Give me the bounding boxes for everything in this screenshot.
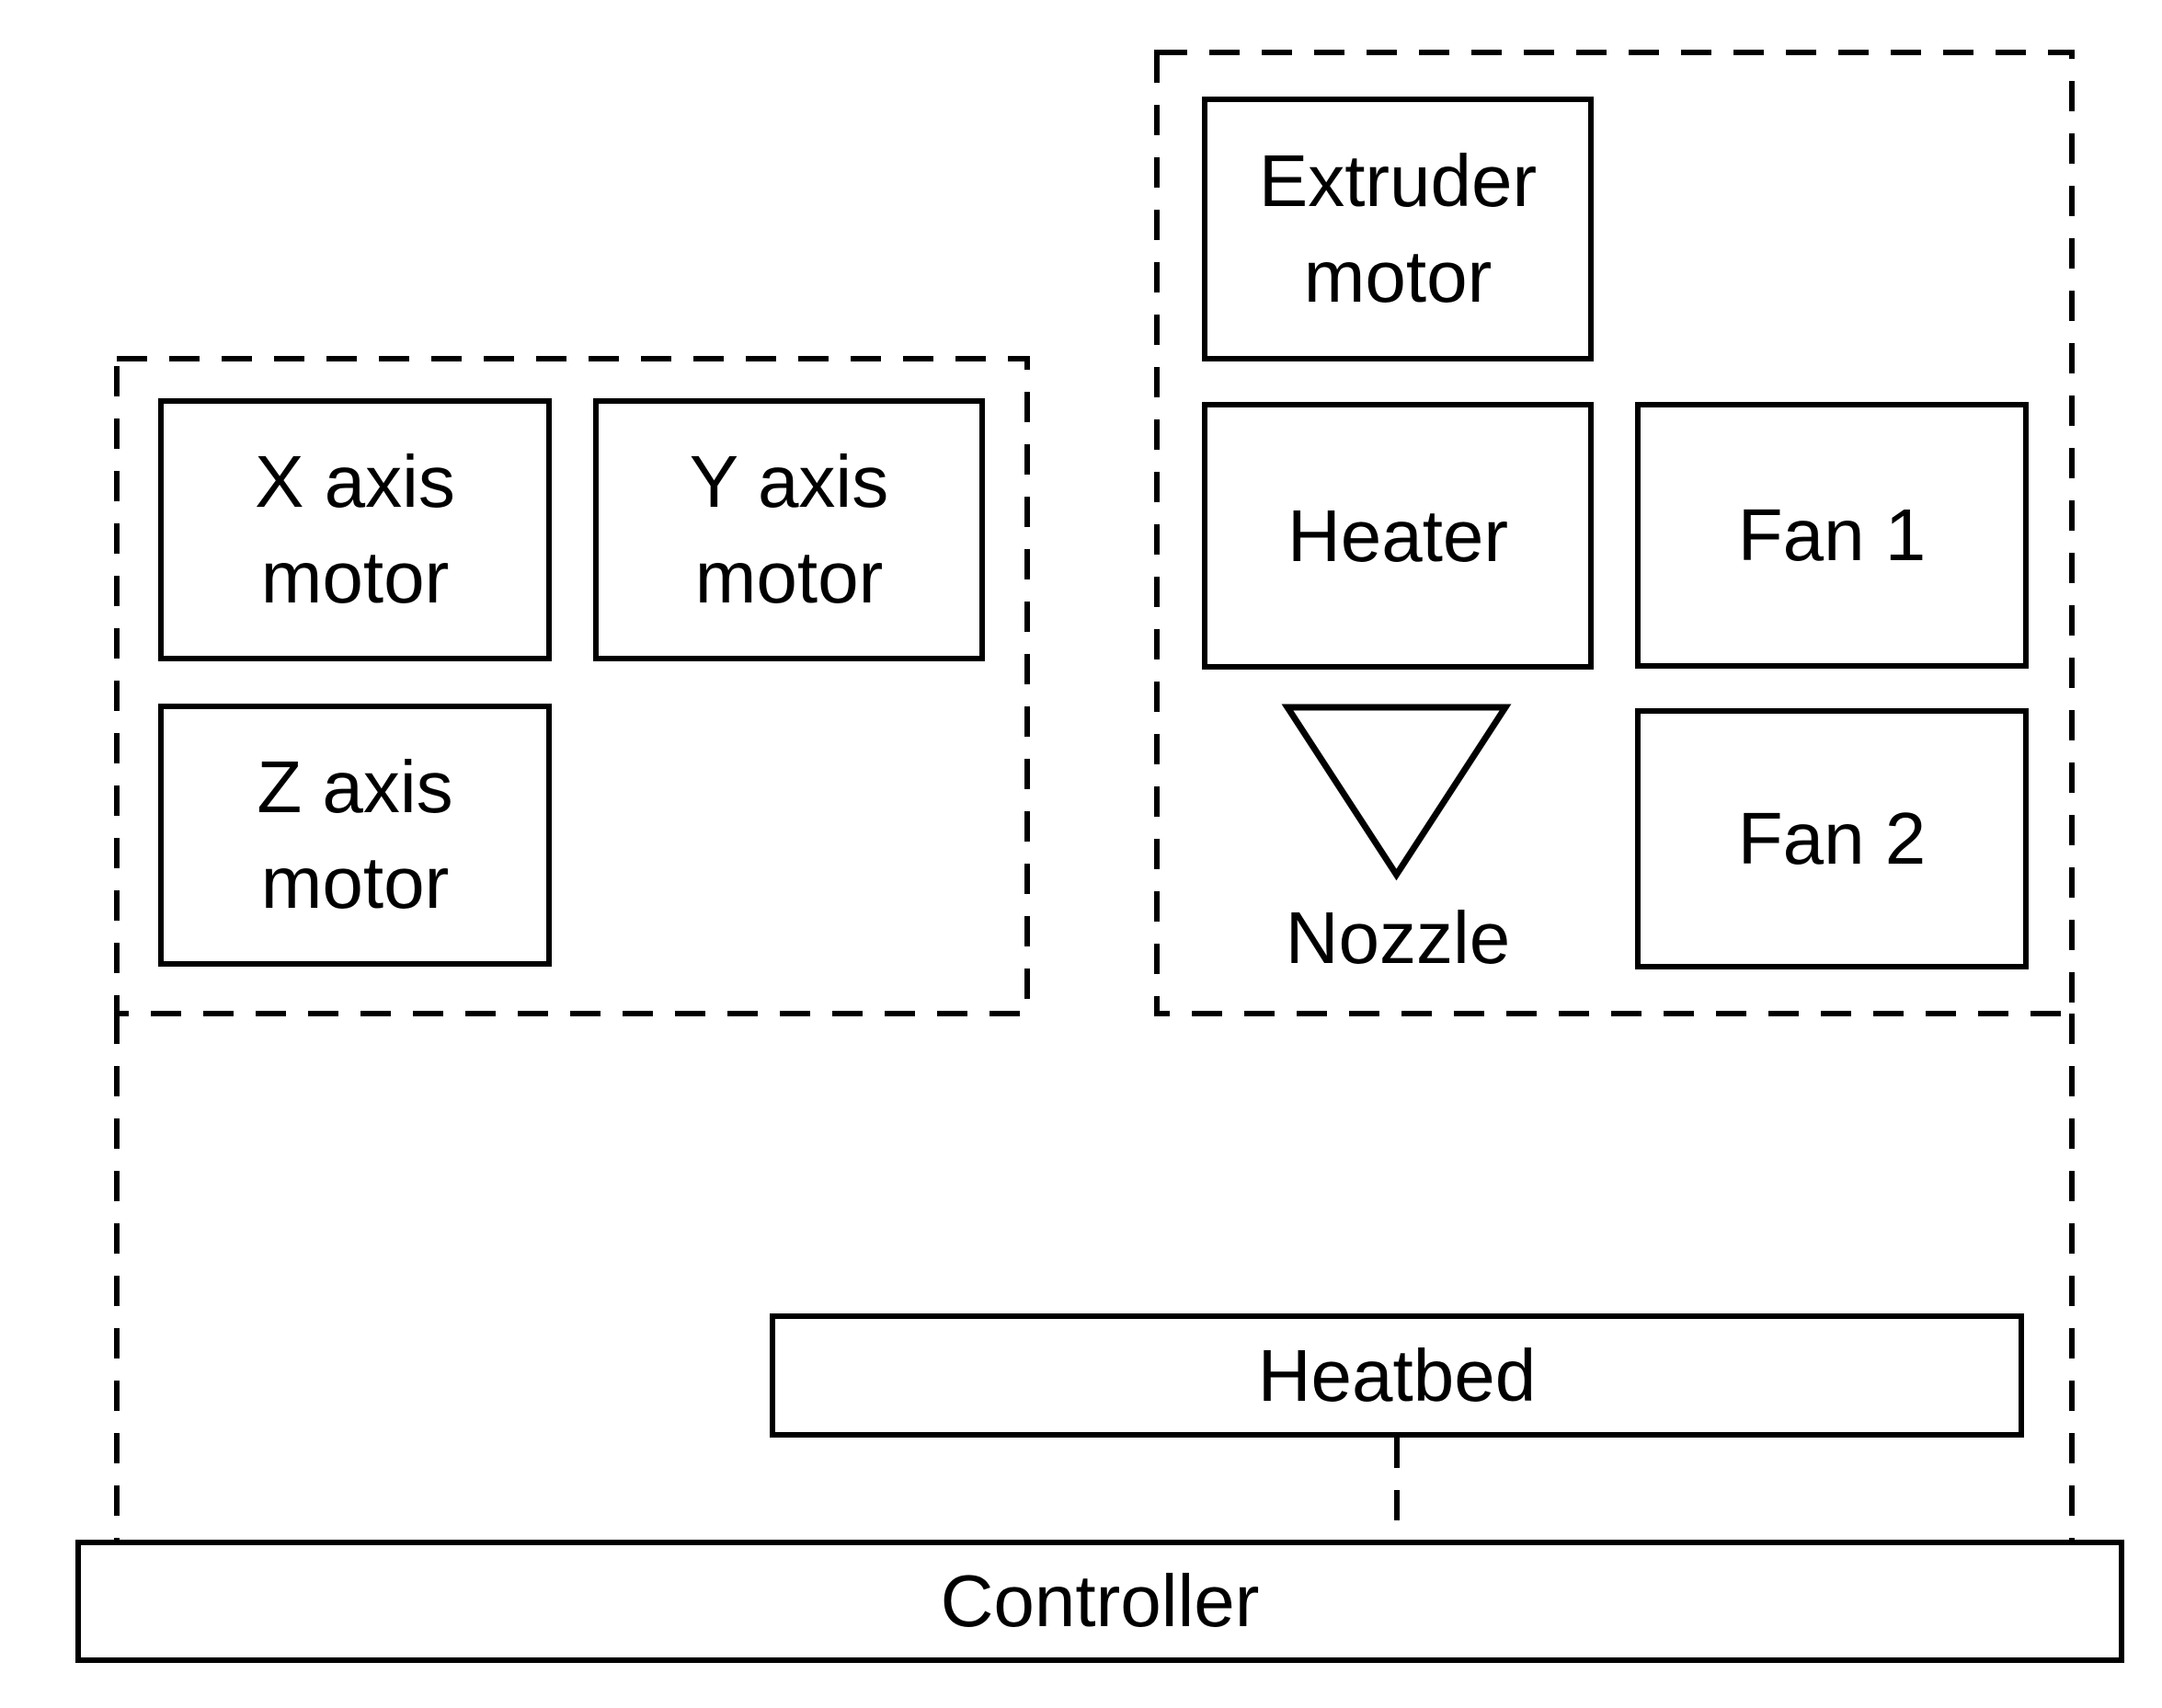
controller-box: Controller (75, 1540, 2124, 1663)
extruder-motor-box: Extruder motor (1202, 97, 1594, 361)
controller-label: Controller (940, 1560, 1260, 1642)
extruder-group-outline (1154, 50, 2075, 1016)
z-axis-motor-label: Z axis motor (257, 746, 453, 923)
x-axis-motor-label: X axis motor (255, 441, 455, 618)
fan-1-box: Fan 1 (1635, 402, 2029, 669)
fan-2-box: Fan 2 (1635, 708, 2029, 969)
fan-2-label: Fan 2 (1737, 797, 1927, 879)
heater-box: Heater (1202, 402, 1594, 670)
heater-label: Heater (1287, 494, 1509, 577)
nozzle-label: Nozzle (1251, 892, 1545, 984)
heatbed-label: Heatbed (1257, 1334, 1537, 1416)
extruder-motor-label: Extruder motor (1258, 140, 1538, 317)
fan-1-label: Fan 1 (1737, 494, 1927, 576)
nozzle-label-text: Nozzle (1285, 897, 1511, 979)
heatbed-box: Heatbed (770, 1313, 2024, 1438)
y-axis-motor-box: Y axis motor (593, 398, 985, 661)
z-axis-motor-box: Z axis motor (158, 704, 552, 967)
motion-group-outline (114, 356, 1030, 1016)
nozzle-triangle-icon (1281, 704, 1512, 881)
y-axis-motor-label: Y axis motor (689, 441, 889, 618)
x-axis-motor-box: X axis motor (158, 398, 552, 661)
